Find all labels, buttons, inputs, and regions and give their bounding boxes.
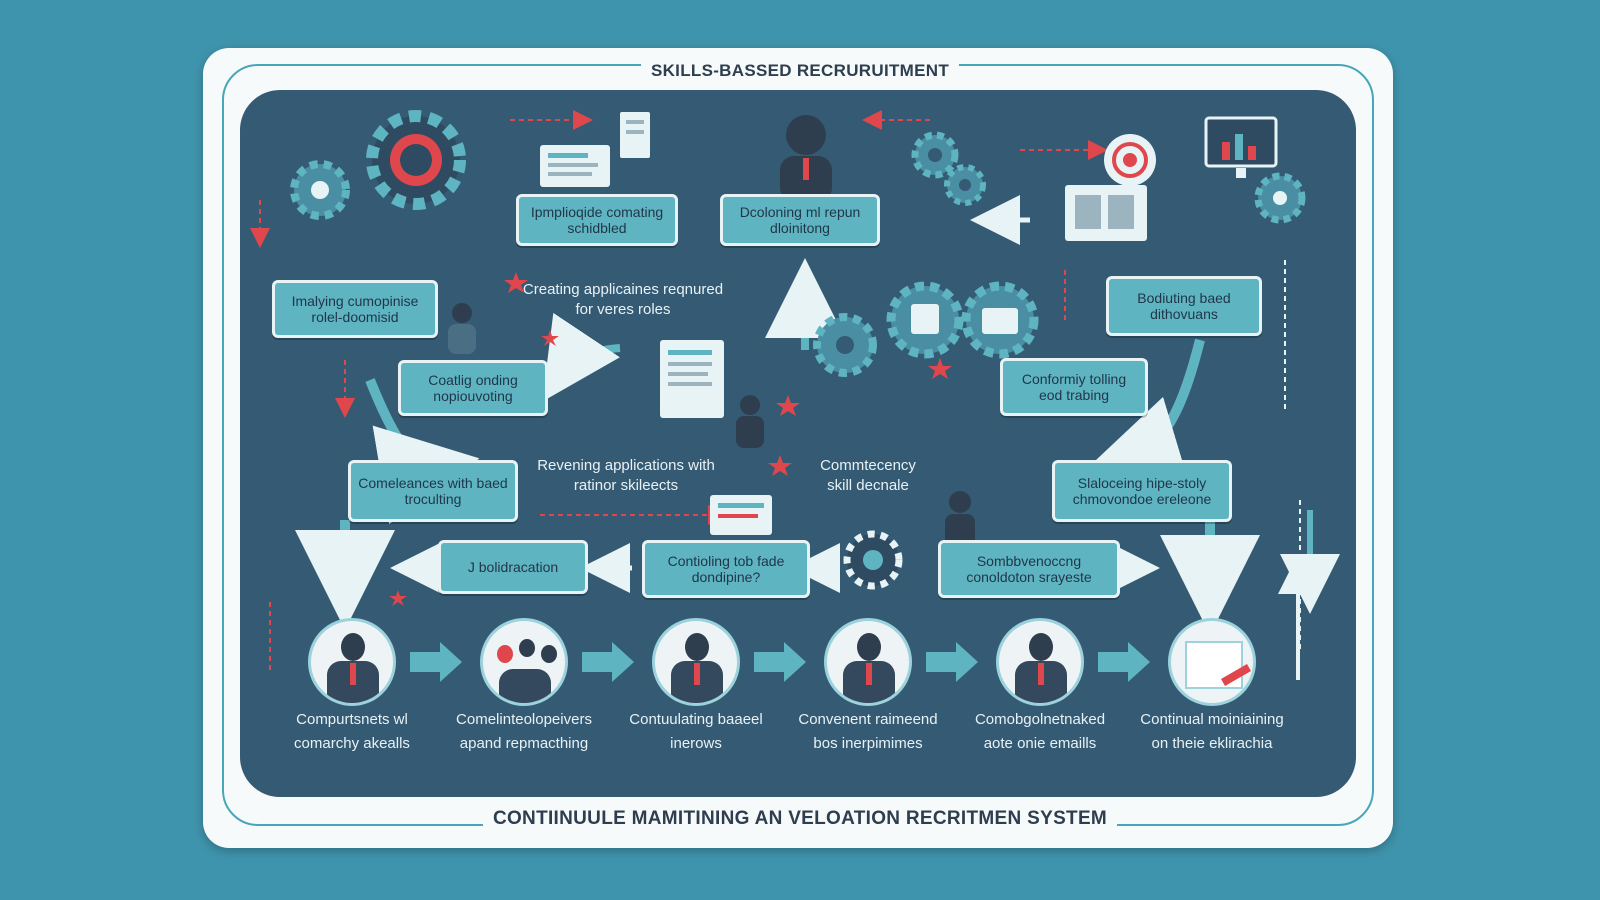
flow-arrow: [542, 312, 621, 402]
step-caption-3: Contuulating baaeel inerows: [629, 711, 763, 752]
person-icon: [308, 618, 396, 706]
process-box-1: Ipmplioqide comating schidbled: [516, 194, 678, 246]
person-icon: [448, 115, 975, 548]
process-box-6-text: Conformiy tolling eod trabing: [1021, 371, 1127, 403]
gear-icon: [813, 313, 877, 377]
gear-icon: [1254, 172, 1306, 224]
document-icon: [540, 112, 650, 187]
process-box-11-text: Sombbvenoccng conoldoton srayeste: [966, 553, 1092, 585]
step-caption-5: Comobgolnetnaked aote onie emaills: [974, 711, 1106, 752]
gear-icon: [886, 281, 964, 359]
gear-icon: [290, 160, 350, 220]
flow-arrow: [1081, 338, 1205, 493]
process-box-5: Coatlig onding nopiouvoting: [398, 360, 548, 416]
document-icon: [1065, 185, 1147, 241]
process-box-4-text: Bodiuting baed dithovuans: [1137, 290, 1231, 322]
process-box-3-text: Imalying cumopinise rolel-doomisid: [291, 293, 419, 325]
process-box-7: Comeleances with baed troculting: [348, 460, 518, 522]
person-icon: [652, 618, 740, 706]
step-caption-1: Compurtsnets wl comarchy akealls: [294, 711, 410, 752]
gear-icon: [944, 164, 986, 206]
document-sign-icon: [1168, 618, 1256, 706]
process-box-4: Bodiuting baed dithovuans: [1106, 276, 1262, 336]
process-box-8-text: Slaloceing hipe-stoly chmovondoe ereleon…: [1072, 475, 1212, 507]
process-box-8: Slaloceing hipe-stoly chmovondoe ereleon…: [1052, 460, 1232, 522]
step-caption-6: Continual moiniaining on theie eklirachi…: [1140, 711, 1284, 752]
diagram-footer-title: CONTIINUULE MAMITINING AN VELOATION RECR…: [0, 808, 1600, 830]
process-box-6: Conformiy tolling eod trabing: [1000, 358, 1148, 416]
step-caption-4: Convenent raimeend bos inerpimimes: [798, 711, 938, 752]
gear-icon: [911, 131, 959, 179]
process-box-11: Sombbvenoccng conoldoton srayeste: [938, 540, 1120, 598]
gear-icon: [961, 281, 1039, 359]
process-box-2: Dcoloning ml repun dloinitong: [720, 194, 880, 246]
document-icon: [660, 340, 724, 418]
free-label-1: Creating applicaines reqnured for veres …: [522, 281, 724, 318]
person-icon: [996, 618, 1084, 706]
process-box-5-text: Coatlig onding nopiouvoting: [428, 372, 518, 404]
process-box-3: Imalying cumopinise rolel-doomisid: [272, 280, 438, 338]
process-box-7-text: Comeleances with baed troculting: [358, 475, 508, 507]
gear-icon: [366, 110, 466, 210]
person-icon: [824, 618, 912, 706]
monitor-icon: [1204, 116, 1278, 178]
process-box-2-text: Dcoloning ml repun dloinitong: [739, 204, 861, 236]
free-label-3: Commtecency skill decnale: [820, 457, 916, 494]
process-box-1-text: Ipmplioqide comating schidbled: [530, 204, 664, 236]
group-icon: [480, 618, 568, 706]
diagram-panel: Ipmplioqide comating schidbled Dcoloning…: [240, 90, 1356, 797]
free-label-2: Revening applications with ratinor skile…: [537, 457, 715, 494]
process-box-10-text: Contioling tob fade dondipine?: [667, 553, 785, 585]
process-box-9-text: J bolidracation: [467, 559, 559, 575]
process-box-9: J bolidracation: [438, 540, 588, 594]
diagram-title: SKILLS-BASSED RECRURUITMENT: [0, 61, 1600, 81]
step-caption-2: Comelinteolopeivers apand repmacthing: [456, 711, 592, 752]
target-icon: [1104, 134, 1156, 186]
gear-icon: [843, 530, 903, 590]
monitor-icon: [710, 495, 772, 535]
process-box-10: Contioling tob fade dondipine?: [642, 540, 810, 598]
star-icon: [389, 272, 952, 606]
